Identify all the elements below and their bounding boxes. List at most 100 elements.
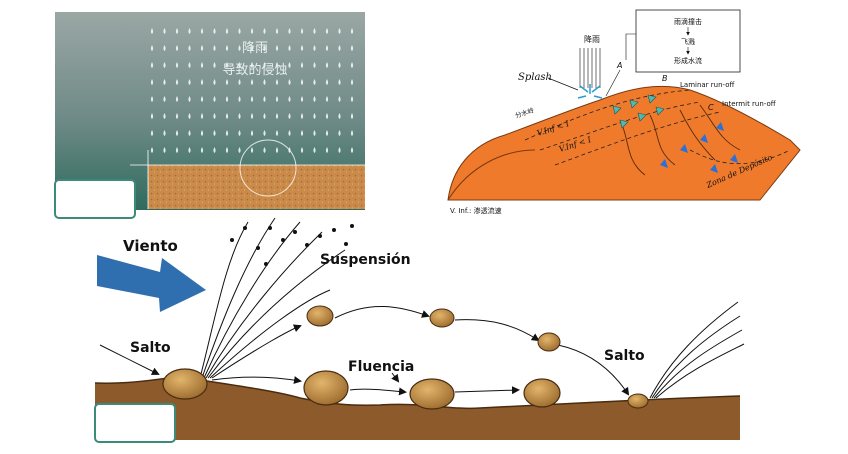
wind-erosion-panel: Viento Suspensión Salto (94, 217, 745, 443)
raindrop (313, 62, 316, 68)
raindrop (250, 96, 254, 102)
saltation-right-label: Salto (604, 348, 645, 364)
raindrop (263, 130, 266, 136)
rain-label: 降雨 (584, 34, 600, 44)
raindrop (300, 96, 304, 102)
raindrop (225, 28, 229, 34)
raindrop (238, 130, 241, 136)
intermittent-label: Intermit run-off (722, 100, 776, 108)
raindrop (188, 62, 191, 68)
raindrop (338, 147, 341, 153)
raindrop (175, 130, 179, 136)
landing-grain (627, 393, 649, 409)
raindrop (188, 113, 191, 119)
raindrop (313, 79, 316, 85)
raindrop (350, 62, 354, 68)
raindrop (238, 28, 241, 34)
deposit-line (689, 149, 791, 164)
process-box (635, 9, 741, 73)
saltation-left-label: Salto (130, 340, 171, 356)
raindrop (150, 28, 154, 34)
saltation-left-arrow (99, 344, 160, 375)
raindrop (188, 28, 191, 34)
raindrop (288, 62, 291, 68)
raindrop (163, 45, 166, 51)
raindrop (300, 130, 304, 136)
raindrop (188, 96, 191, 102)
rills (619, 104, 741, 176)
raindrop (350, 113, 354, 119)
raindrop (313, 113, 316, 119)
raindrop (275, 113, 279, 119)
vinf-line-2 (554, 111, 721, 166)
raindrop (175, 147, 179, 153)
raindrop (263, 62, 266, 68)
raindrop (213, 62, 216, 68)
hillslope (447, 85, 801, 201)
raindrop (275, 28, 279, 34)
raindrop (275, 62, 279, 68)
raindrop (275, 45, 279, 51)
raindrop (163, 113, 166, 119)
raindrop (238, 45, 241, 51)
raindrops (150, 28, 354, 153)
raindrop (188, 147, 191, 153)
divide-label: 分水岭 (514, 105, 536, 120)
raindrop (175, 45, 179, 51)
boulder (523, 378, 561, 408)
raindrop (350, 28, 354, 34)
raindrop (325, 79, 329, 85)
raindrop (200, 130, 204, 136)
raindrop (250, 113, 254, 119)
raindrop (150, 147, 154, 153)
raindrop (150, 45, 154, 51)
raindrop (188, 130, 191, 136)
raindrop (250, 147, 254, 153)
suspended-particles (230, 224, 354, 266)
creep-label: Fluencia (348, 359, 414, 375)
raindrop (238, 113, 241, 119)
raindrop (288, 45, 291, 51)
raindrop (200, 96, 204, 102)
wind-label: Viento (123, 237, 178, 255)
splash-pointer (547, 77, 579, 91)
boulder (409, 378, 455, 410)
raindrop (213, 79, 216, 85)
raindrop (200, 45, 204, 51)
raindrop (300, 28, 304, 34)
wind-panel-blank-box (94, 403, 176, 443)
raindrop (213, 113, 216, 119)
raindrop (325, 96, 329, 102)
raindrop (275, 96, 279, 102)
marker-a: A (616, 61, 622, 70)
raindrop (250, 130, 254, 136)
divide-line (524, 89, 691, 141)
raindrop (263, 147, 266, 153)
raindrop (213, 45, 216, 51)
raindrop (200, 113, 204, 119)
raindrop (150, 130, 154, 136)
raindrop (275, 147, 279, 153)
rain-title-line1: 降雨 (242, 41, 268, 56)
raindrop (350, 45, 354, 51)
raindrop (288, 113, 291, 119)
raindrop (163, 130, 166, 136)
process-step-2: 飞溅 (681, 37, 695, 46)
splash-icon (577, 84, 603, 99)
raindrop (250, 45, 254, 51)
raindrop (325, 62, 329, 68)
boulder (303, 370, 349, 406)
raindrop (350, 79, 354, 85)
raindrop (338, 62, 341, 68)
raindrop (300, 45, 304, 51)
ground (95, 377, 740, 440)
raindrop (188, 79, 191, 85)
raindrop (225, 147, 229, 153)
raindrop (200, 147, 204, 153)
raindrop (238, 96, 241, 102)
raindrop (313, 45, 316, 51)
raindrop (300, 79, 304, 85)
raindrop (163, 96, 166, 102)
raindrop (200, 62, 204, 68)
raindrop (175, 28, 179, 34)
